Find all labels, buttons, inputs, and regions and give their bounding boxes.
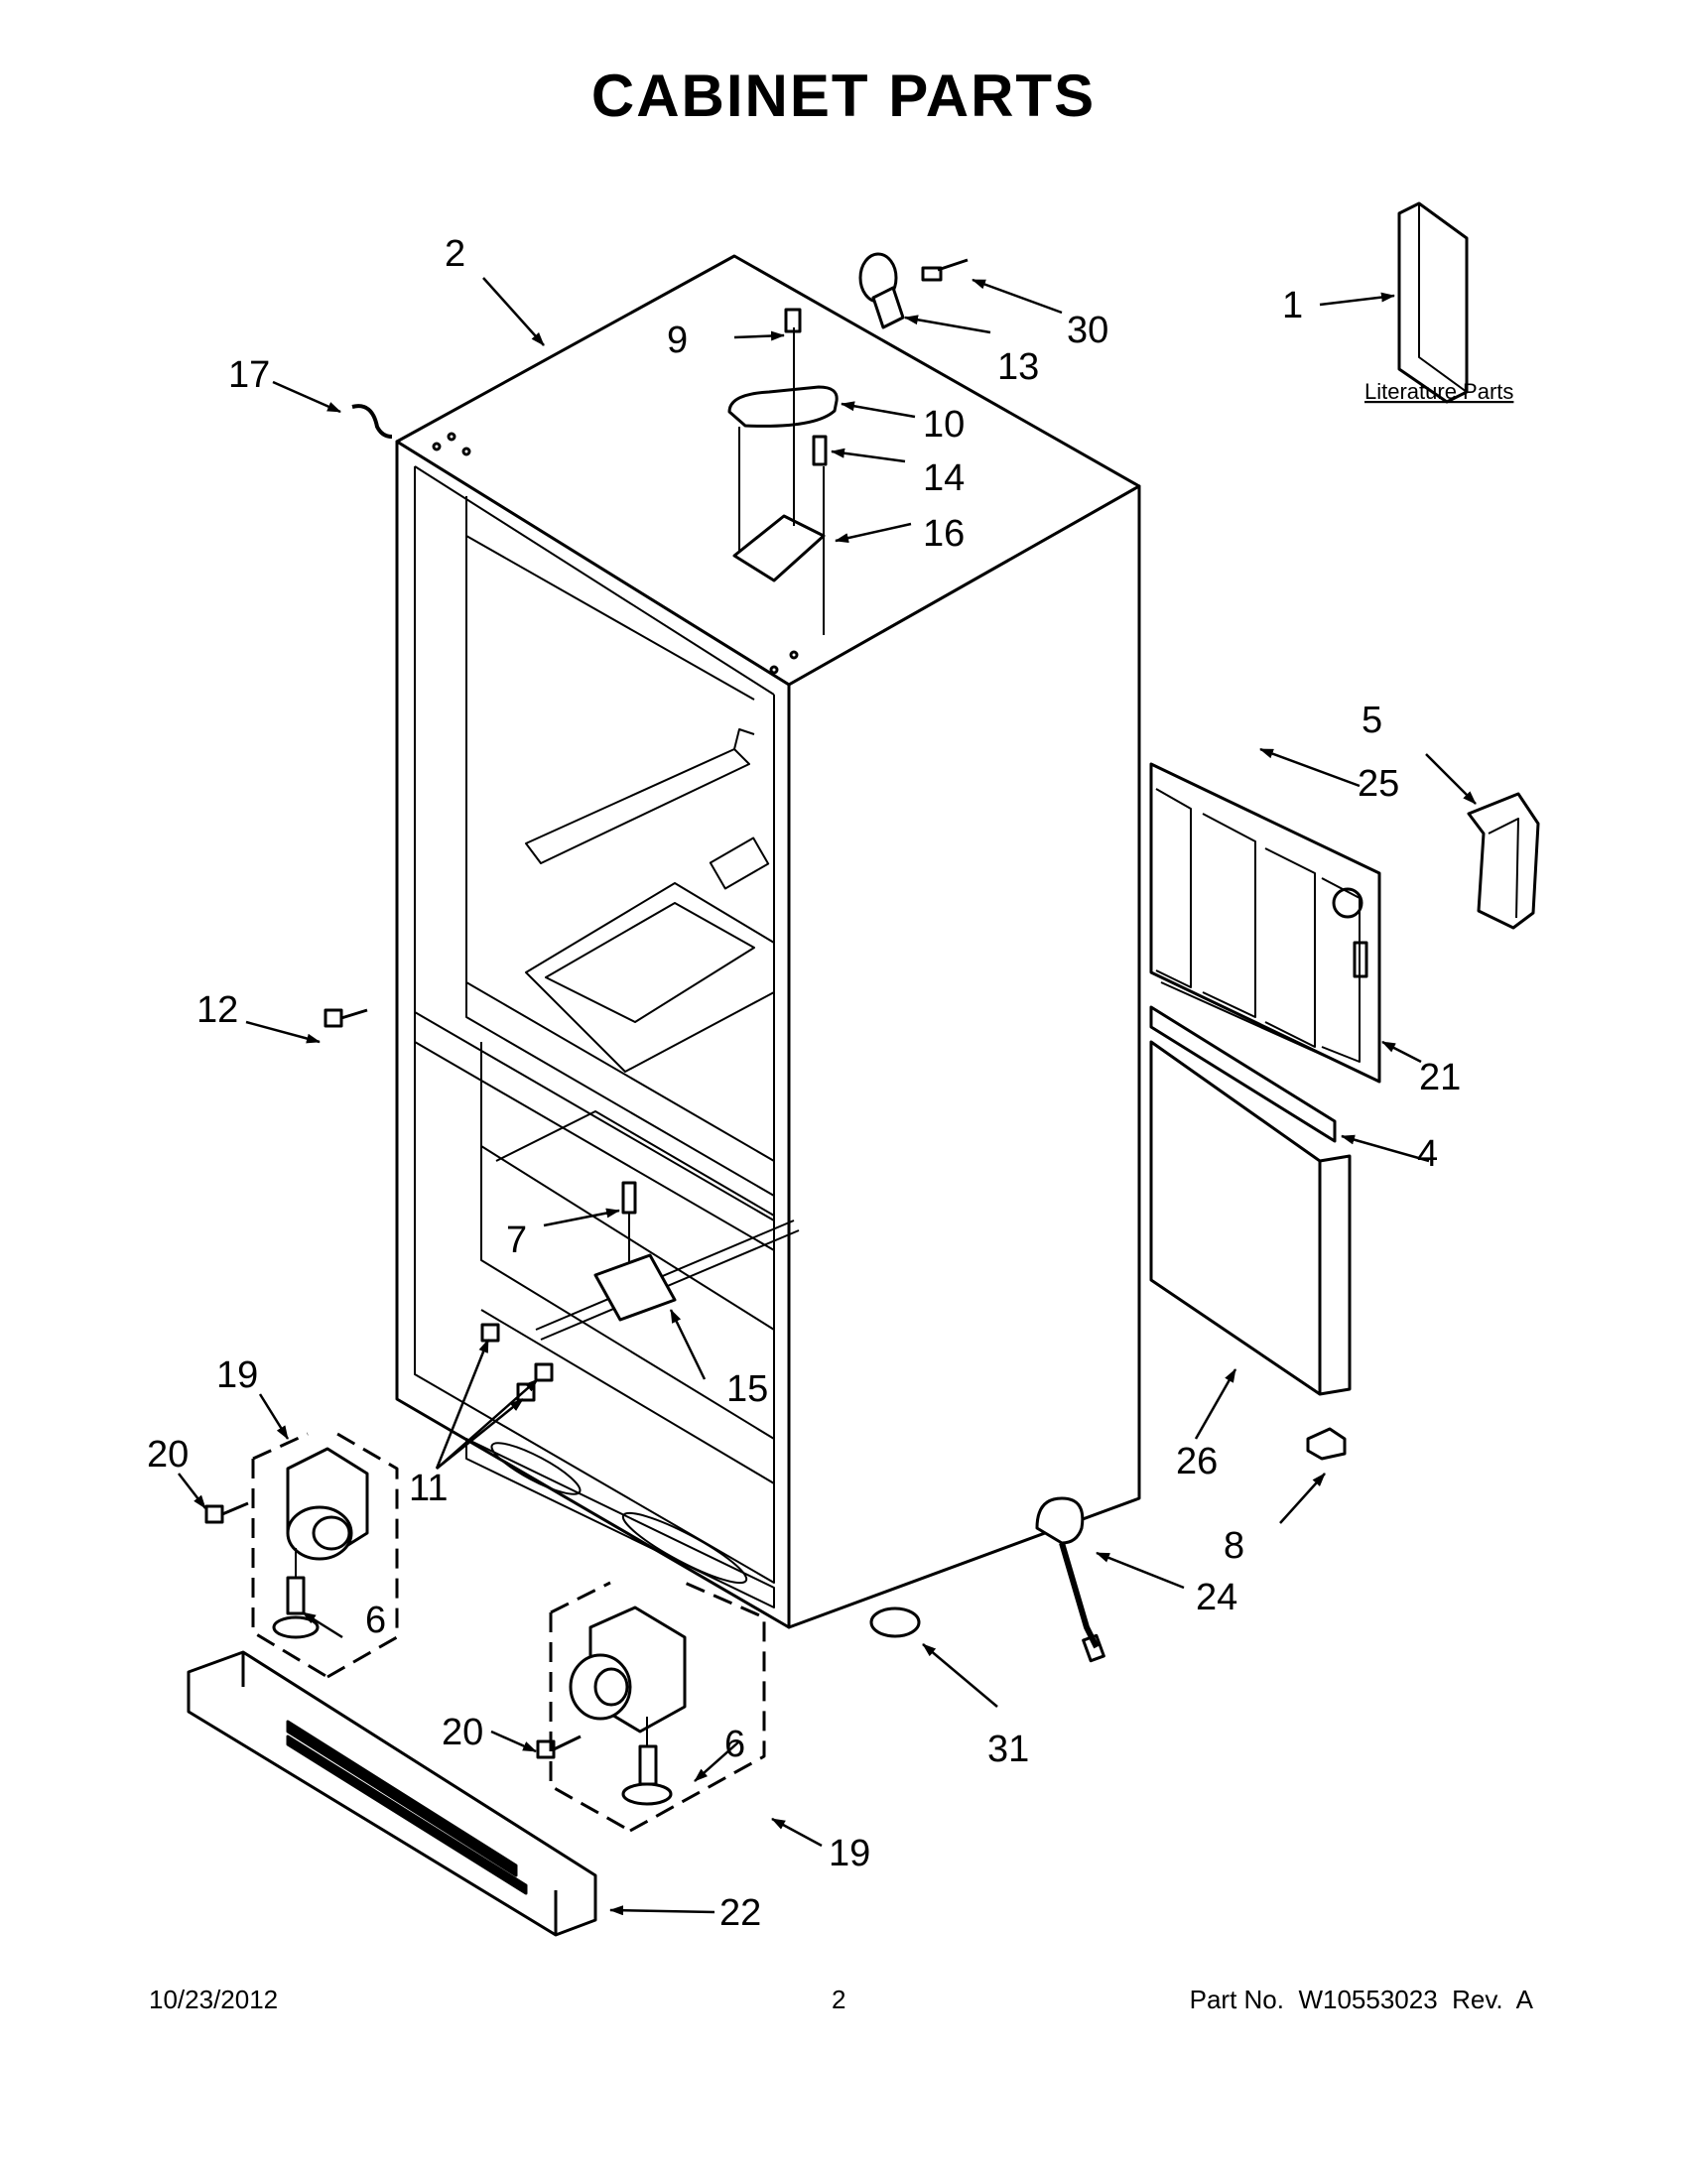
callout-19-right: 19 — [829, 1833, 870, 1874]
rear-grille-panel — [1149, 762, 1381, 1084]
footer-date: 10/23/2012 — [149, 1985, 279, 2014]
lower-rear-panel — [1149, 1040, 1352, 1396]
refrigerator-cabinet — [395, 254, 1141, 1629]
small-tube — [351, 404, 393, 439]
callout-11: 11 — [409, 1468, 448, 1509]
callout-6-left: 6 — [365, 1600, 386, 1641]
literature-book — [1397, 201, 1469, 404]
trim-strip — [1149, 1005, 1337, 1143]
callout-31: 31 — [987, 1729, 1029, 1770]
side-screw — [324, 1008, 368, 1028]
callout-6-right: 6 — [724, 1724, 745, 1765]
right-roller-assembly — [549, 1581, 766, 1833]
callout-4: 4 — [1417, 1133, 1438, 1175]
callout-24: 24 — [1196, 1577, 1237, 1618]
callout-14: 14 — [923, 457, 965, 499]
callout-16: 16 — [923, 513, 965, 555]
hinge-cover — [858, 252, 969, 329]
ring-seal — [869, 1606, 921, 1638]
callout-20-left: 20 — [147, 1434, 189, 1476]
literature-parts-label: Literature Parts — [1364, 379, 1513, 404]
callout-8: 8 — [1224, 1525, 1244, 1567]
callout-7: 7 — [506, 1220, 527, 1261]
callout-26: 26 — [1176, 1441, 1218, 1482]
callout-19-left: 19 — [216, 1354, 258, 1396]
callout-2: 2 — [445, 233, 465, 275]
callout-12: 12 — [196, 989, 238, 1031]
callout-25: 25 — [1358, 763, 1399, 805]
callout-9: 9 — [667, 320, 688, 361]
callout-10: 10 — [923, 404, 965, 446]
callout-13: 13 — [997, 346, 1039, 388]
callout-30: 30 — [1067, 310, 1108, 351]
roller-bracket-plate — [593, 1253, 677, 1322]
left-roller-screw — [204, 1501, 249, 1524]
footer-part-number: Part No. W10553023 Rev. A — [1189, 1985, 1533, 2014]
leveling-wrench — [1035, 1496, 1105, 1663]
top-hinge-assembly — [727, 308, 839, 635]
right-roller-screw — [536, 1734, 582, 1759]
callout-20-right: 20 — [442, 1712, 483, 1753]
small-clip — [1306, 1427, 1347, 1461]
callout-15: 15 — [726, 1368, 768, 1410]
footer-page-number: 2 — [832, 1985, 846, 2014]
side-bracket — [1467, 792, 1540, 930]
callout-17: 17 — [228, 354, 270, 396]
left-roller-assembly — [251, 1432, 399, 1679]
callout-21: 21 — [1419, 1057, 1461, 1098]
callout-22: 22 — [719, 1892, 761, 1934]
callout-1: 1 — [1282, 285, 1303, 326]
toe-grille — [187, 1650, 597, 1937]
callout-leaders — [178, 277, 1477, 1916]
callout-5: 5 — [1362, 700, 1382, 741]
page-title: CABINET PARTS — [590, 63, 1097, 129]
